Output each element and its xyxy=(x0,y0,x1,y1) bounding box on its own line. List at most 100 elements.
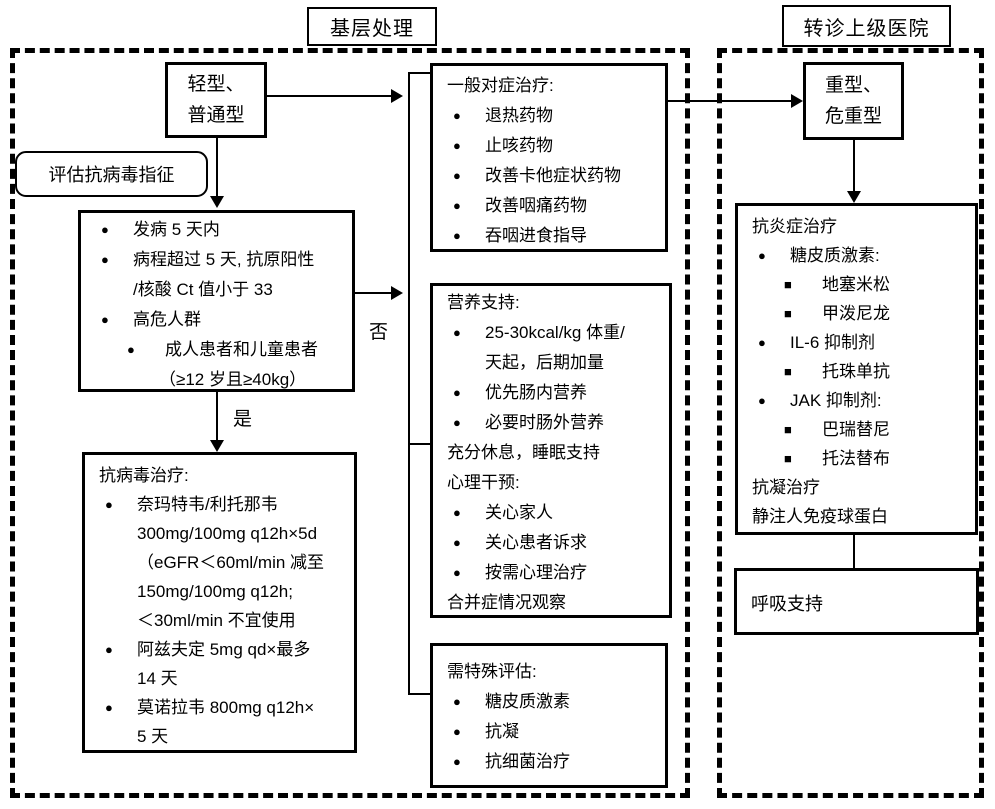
dot-bullet-icon: ● xyxy=(758,393,766,408)
square-bullet-icon: ■ xyxy=(784,422,792,437)
square-bullet-icon: ■ xyxy=(784,277,792,292)
line-text: 改善卡他症状药物 xyxy=(485,166,621,185)
bracket-stub-bottom xyxy=(408,693,430,695)
arrow-to-severe-head-icon xyxy=(791,94,803,108)
line-text: 糖皮质激素: xyxy=(790,246,880,265)
line-text: 150mg/100mg q12h; xyxy=(137,582,293,601)
line-text: 吞咽进食指导 xyxy=(485,226,587,245)
list-line: ● 退热药物 xyxy=(433,101,665,131)
dot-bullet-icon: ● xyxy=(453,415,461,430)
line-text: 关心患者诉求 xyxy=(485,533,587,552)
list-line: 一般对症治疗: xyxy=(433,71,665,101)
severe-type-line1: 重型、 xyxy=(824,75,882,96)
arrow-criteria-no-head-icon xyxy=(391,286,403,300)
list-line: ●吞咽进食指导 xyxy=(433,221,665,251)
list-line: ●改善咽痛药物 xyxy=(433,191,665,221)
list-line: 抗炎症治疗 xyxy=(738,212,975,241)
list-line: ＜30ml/min 不宜使用 xyxy=(85,606,354,635)
list-line: 150mg/100mg q12h; xyxy=(85,577,354,606)
assess-antiviral-text: 评估抗病毒指征 xyxy=(48,165,175,185)
line-text: ＜30ml/min 不宜使用 xyxy=(137,611,296,630)
mild-type-box: 轻型、 普通型 xyxy=(165,62,267,138)
line-text: 充分休息，睡眠支持 xyxy=(447,443,600,462)
line-text: /核酸 Ct 值小于 33 xyxy=(133,280,273,299)
line-text: 营养支持: xyxy=(447,293,520,312)
dot-bullet-icon: ● xyxy=(453,198,461,213)
list-line: /核酸 Ct 值小于 33 xyxy=(81,275,352,305)
line-text: IL-6 抑制剂 xyxy=(790,333,876,352)
line-text: 糖皮质激素 xyxy=(485,692,570,711)
line-text: JAK 抑制剂: xyxy=(790,391,882,410)
line-text: 心理干预: xyxy=(447,473,520,492)
list-line: ●抗细菌治疗 xyxy=(433,747,665,777)
bracket-stub-middle xyxy=(408,443,430,445)
arrow-criteria-to-antiviral-line xyxy=(216,392,218,440)
square-bullet-icon: ■ xyxy=(784,451,792,466)
arrow-criteria-to-antiviral-head-icon xyxy=(210,440,224,452)
list-line: ●高危人群 xyxy=(81,305,352,335)
dot-bullet-icon: ● xyxy=(453,108,461,123)
list-line: ●关心家人 xyxy=(433,498,669,528)
line-text: 甲泼尼龙 xyxy=(822,304,890,323)
line-text: 抗凝治疗 xyxy=(752,478,820,497)
dot-bullet-icon: ● xyxy=(101,252,109,267)
line-text: 抗凝 xyxy=(485,722,519,741)
square-bullet-icon: ■ xyxy=(784,364,792,379)
anti-inflammatory-box: 抗炎症治疗●糖皮质激素:■地塞米松■甲泼尼龙●IL-6 抑制剂■托珠单抗●JAK… xyxy=(735,203,978,535)
dot-bullet-icon: ● xyxy=(453,694,461,709)
special-assessment-content: 需特殊评估:● 糖皮质激素● 抗凝 ●抗细菌治疗 xyxy=(433,646,665,777)
list-line: 300mg/100mg q12h×5d xyxy=(85,519,354,548)
line-text: 5 天 xyxy=(137,727,169,746)
list-line: 静注人免疫球蛋白 xyxy=(738,502,975,531)
line-text: 地塞米松 xyxy=(822,275,890,294)
line-text: 25-30kcal/kg 体重/ xyxy=(485,323,625,342)
list-line: ●止咳药物 xyxy=(433,131,665,161)
line-text: 14 天 xyxy=(137,669,178,688)
arrow-mild-to-symptomatic-head-icon xyxy=(391,89,403,103)
list-line: ●奈玛特韦/利托那韦 xyxy=(85,490,354,519)
line-text: 按需心理治疗 xyxy=(485,563,587,582)
nutrition-support-box: 营养支持: ● 25-30kcal/kg 体重/天起，后期加量 ● 优先肠内营养 ● 必要时… xyxy=(430,283,672,618)
list-line: ● 发病 5 天内 xyxy=(81,215,352,245)
list-line: 需特殊评估: xyxy=(433,657,665,687)
dot-bullet-icon: ● xyxy=(101,222,109,237)
line-text: 天起，后期加量 xyxy=(485,353,604,372)
list-line: ■ 巴瑞替尼 xyxy=(738,415,975,444)
arrow-to-severe-line xyxy=(668,100,792,102)
list-line: 营养支持: xyxy=(433,288,669,318)
line-text: 发病 5 天内 xyxy=(133,220,220,239)
line-text: 必要时肠外营养 xyxy=(485,413,604,432)
bracket-line xyxy=(408,72,410,695)
list-line: ■ 甲泼尼龙 xyxy=(738,299,975,328)
list-line: ●病程超过 5 天, 抗原阳性 xyxy=(81,245,352,275)
line-text: 巴瑞替尼 xyxy=(822,420,890,439)
list-line: （eGFR＜60ml/min 减至 xyxy=(85,548,354,577)
list-line: 5 天 xyxy=(85,722,354,751)
list-line: ● 25-30kcal/kg 体重/ xyxy=(433,318,669,348)
line-text: 一般对症治疗: xyxy=(447,76,554,95)
dot-bullet-icon: ● xyxy=(758,248,766,263)
line-text: 退热药物 xyxy=(485,106,553,125)
square-bullet-icon: ■ xyxy=(784,306,792,321)
bracket-stub-top xyxy=(408,72,430,74)
line-text: 静注人免疫球蛋白 xyxy=(752,507,888,526)
referral-container xyxy=(717,48,984,798)
list-line: ● 糖皮质激素 xyxy=(433,687,665,717)
assess-antiviral-label: 评估抗病毒指征 xyxy=(15,151,208,197)
list-line: ●莫诺拉韦 800mg q12h× xyxy=(85,693,354,722)
dot-bullet-icon: ● xyxy=(105,642,113,657)
dot-bullet-icon: ● xyxy=(453,138,461,153)
list-line: 抗病毒治疗: xyxy=(85,461,354,490)
respiratory-support-text: 呼吸支持 xyxy=(751,594,823,614)
dot-bullet-icon: ● xyxy=(127,342,135,357)
list-line: ■托珠单抗 xyxy=(738,357,975,386)
dot-bullet-icon: ● xyxy=(453,385,461,400)
dot-bullet-icon: ● xyxy=(105,700,113,715)
arrow-mild-to-criteria-head-icon xyxy=(210,196,224,208)
primary-care-title: 基层处理 xyxy=(330,18,414,40)
line-text: 抗炎症治疗 xyxy=(752,217,837,236)
line-text: 优先肠内营养 xyxy=(485,383,587,402)
dot-bullet-icon: ● xyxy=(453,325,461,340)
list-line: ●改善卡他症状药物 xyxy=(433,161,665,191)
